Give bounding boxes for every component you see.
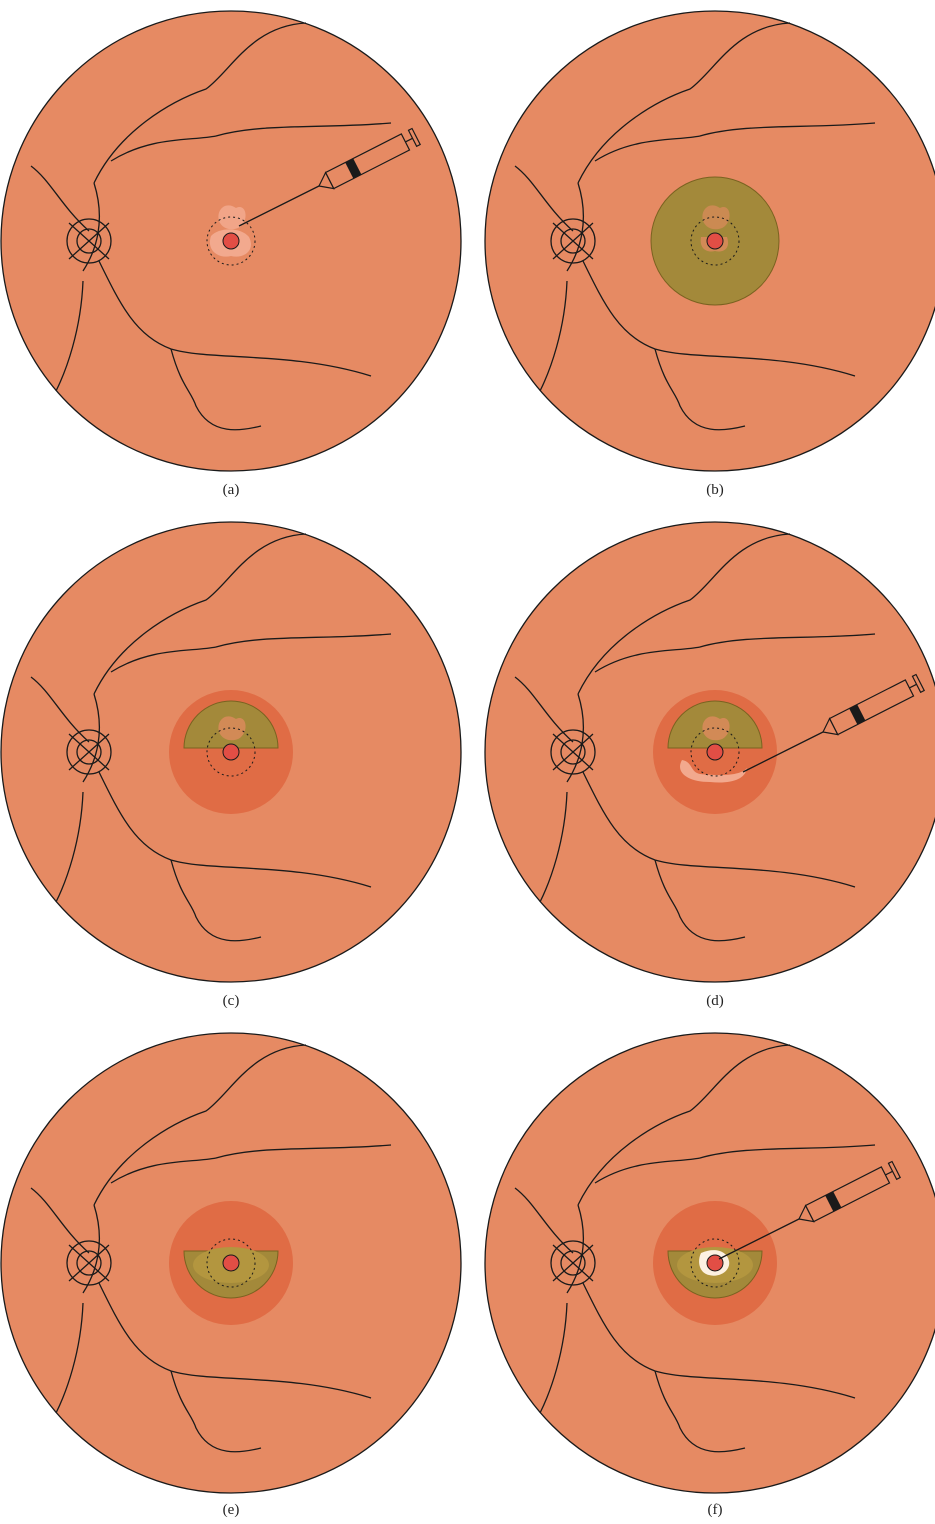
blood-clot [702, 205, 730, 230]
panel-label: (c) [223, 993, 240, 1009]
panel-c: (c) [0, 521, 462, 1009]
fovea-outline [690, 1238, 740, 1288]
fovea [706, 232, 724, 250]
panel-label: (d) [706, 993, 724, 1009]
panel-b: (b) [484, 10, 935, 498]
fovea [706, 1254, 724, 1272]
panel-label: (b) [706, 482, 724, 498]
panel-label: (e) [223, 1502, 240, 1518]
fovea-outline [690, 216, 740, 266]
fovea [222, 232, 240, 250]
panel-a: (a) [0, 10, 462, 498]
fovea [222, 743, 240, 761]
panel-label: (f) [708, 1502, 723, 1518]
blood-clot [218, 205, 246, 230]
panel-e: (e) [0, 1032, 462, 1518]
fovea-outline [690, 727, 740, 777]
fovea-outline [206, 727, 256, 777]
blood-clot [218, 716, 246, 741]
fovea-outline [206, 216, 256, 266]
panel-label: (a) [223, 482, 240, 498]
fovea [706, 743, 724, 761]
panel-f: (f) [484, 1032, 935, 1518]
fovea [222, 1254, 240, 1272]
panel-d: (d) [484, 521, 935, 1009]
blood-clot [702, 716, 730, 741]
displaced-hemorrhage [680, 760, 747, 783]
fovea-outline [206, 1238, 256, 1288]
